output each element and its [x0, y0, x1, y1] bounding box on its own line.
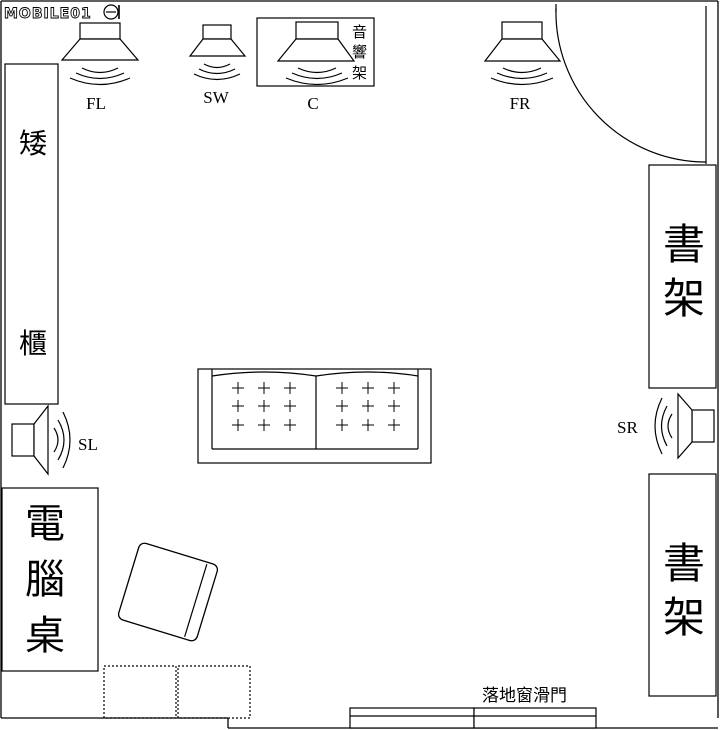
sofa-tuft [362, 382, 374, 394]
bookshelf-lower-label-1: 書 [663, 539, 705, 588]
sofa-tuft [388, 400, 400, 412]
desk-label-1: 電 [25, 501, 65, 547]
rack-label-2: 響 [352, 43, 367, 61]
bookshelf-upper: 書 架 [648, 164, 717, 389]
sofa-tuft [284, 419, 296, 431]
speaker-c-label: C [307, 94, 318, 113]
bookshelf-upper-label-2: 架 [663, 274, 705, 323]
sofa-tuft [232, 382, 244, 394]
bookshelf-upper-label-1: 書 [663, 220, 705, 269]
office-chair [117, 542, 219, 642]
sofa-tuft [258, 382, 270, 394]
sliding-door-label: 落地窗滑門 [482, 686, 567, 706]
rack-label-3: 架 [352, 64, 367, 82]
speaker-fl-icon [60, 22, 140, 86]
speaker-sl-label: SL [78, 435, 98, 454]
speaker-fl-label: FL [86, 94, 106, 113]
sofa-tuft [232, 400, 244, 412]
speaker-sw-icon [188, 24, 247, 81]
sofa-tuft [258, 400, 270, 412]
sofa-tuft [362, 419, 374, 431]
speaker-c-icon [276, 21, 356, 86]
desk-label-2: 腦 [25, 557, 65, 603]
sofa-tuft [258, 419, 270, 431]
sofa-tuft [336, 400, 348, 412]
speaker-fr-icon [483, 21, 562, 86]
low-cabinet-label-top: 矮 [19, 127, 47, 160]
rack-label-1: 音 [352, 23, 367, 41]
sofa-tuft [284, 400, 296, 412]
speaker-fr-label: FR [510, 94, 531, 113]
audio-rack [256, 17, 375, 87]
speaker-sr-icon [654, 392, 715, 460]
sofa-tufts [232, 382, 400, 431]
desk-label-3: 桌 [25, 613, 65, 659]
low-cabinet-label-bottom: 櫃 [19, 327, 47, 360]
sofa-tuft [336, 419, 348, 431]
sofa-tuft [336, 382, 348, 394]
speaker-sw-label: SW [203, 88, 229, 107]
mobile01-logo: MOBILE01 [4, 4, 120, 22]
sofa [197, 368, 432, 464]
speaker-sl-icon [11, 404, 71, 476]
speaker-sr-label: SR [617, 418, 638, 437]
computer-desk: 電 腦 桌 [1, 487, 99, 672]
logo-text: MOBILE01 [4, 6, 92, 22]
sofa-tuft [284, 382, 296, 394]
sofa-tuft [388, 382, 400, 394]
sofa-tuft [362, 400, 374, 412]
door-swing [555, 4, 707, 164]
storage-boxes [103, 665, 251, 719]
sofa-tuft [232, 419, 244, 431]
bookshelf-lower: 書 架 [648, 473, 717, 697]
low-cabinet: 矮 櫃 [4, 63, 59, 405]
bookshelf-lower-label-2: 架 [663, 593, 705, 642]
sofa-tuft [388, 419, 400, 431]
sliding-door [349, 707, 597, 729]
